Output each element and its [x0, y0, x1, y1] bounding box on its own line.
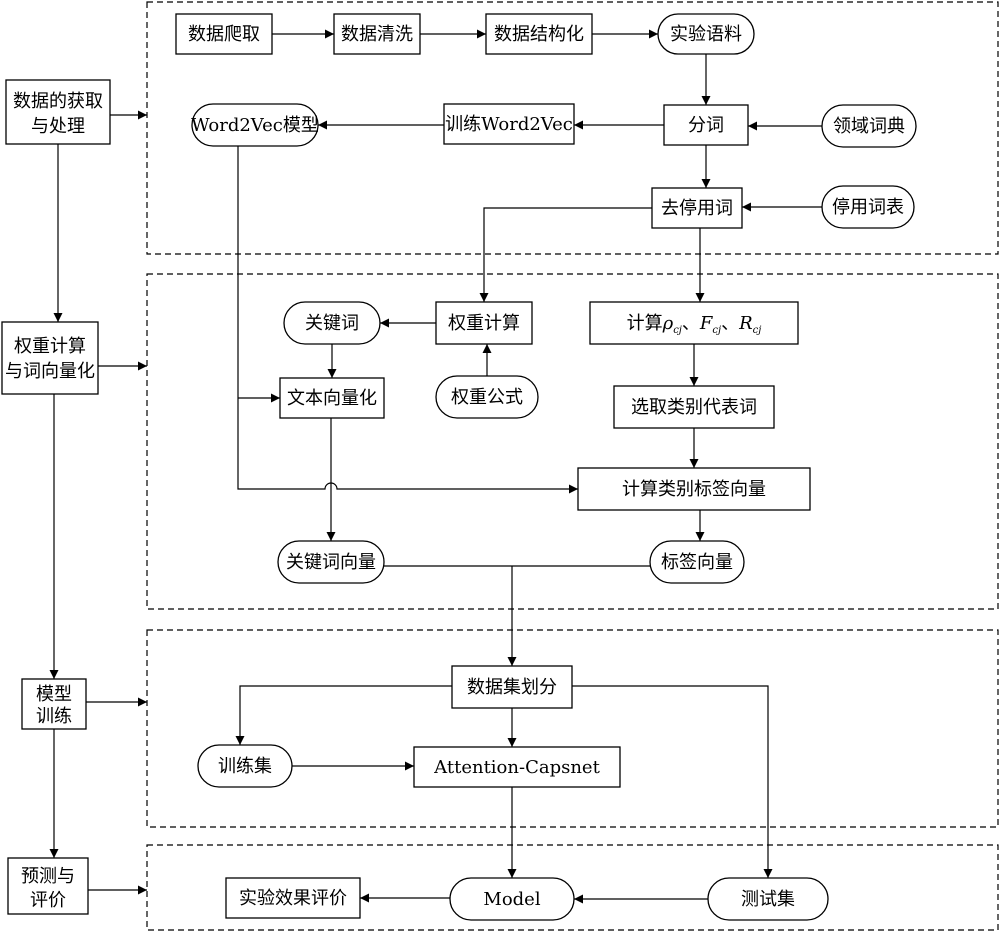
stage-training-label-1: 模型	[36, 684, 72, 705]
svg-text:数据爬取: 数据爬取	[188, 24, 260, 45]
svg-text:分词: 分词	[688, 115, 724, 136]
svg-text:领域词典: 领域词典	[833, 116, 905, 137]
stage-evaluation-box: 预测与 评价	[7, 857, 89, 915]
node-w2v-model: Word2Vec模型	[191, 103, 319, 147]
node-split: 数据集划分	[451, 665, 573, 709]
node-label-vector-calc: 计算类别标签向量	[577, 467, 811, 511]
node-structure: 数据结构化	[485, 13, 593, 55]
node-keyword-vector: 关键词向量	[277, 540, 385, 584]
svg-text:Attention-Capsnet: Attention-Capsnet	[433, 757, 600, 778]
stage-acquisition-label-2: 与处理	[31, 116, 85, 137]
node-weight-calc: 权重计算	[435, 301, 533, 345]
node-train-w2v: 训练Word2Vec	[443, 103, 575, 145]
stage-acquisition-label-1: 数据的获取	[13, 91, 103, 112]
svg-text:去停用词: 去停用词	[661, 198, 733, 219]
stage-training-box: 模型 训练	[21, 678, 87, 730]
svg-text:关键词向量: 关键词向量	[286, 552, 376, 573]
node-train-set: 训练集	[197, 744, 293, 788]
svg-text:标签向量: 标签向量	[661, 552, 733, 573]
edge-split-testset	[572, 685, 773, 878]
node-stopword-removal: 去停用词	[651, 187, 743, 229]
node-stopword-list: 停用词表	[821, 185, 915, 229]
stage-evaluation-label-2: 评价	[30, 890, 66, 911]
edge-split-trainset	[235, 685, 452, 745]
svg-text:停用词表: 停用词表	[832, 197, 904, 218]
stage-weighting-label-1: 权重计算	[14, 336, 86, 357]
svg-text:文本向量化: 文本向量化	[287, 388, 377, 409]
svg-text:选取类别代表词: 选取类别代表词	[631, 397, 757, 418]
stage-evaluation-label-1: 预测与	[21, 866, 75, 887]
edge-stopword-weight	[479, 207, 652, 302]
node-clean: 数据清洗	[333, 13, 421, 55]
stage-weighting-box: 权重计算 与词向量化	[1, 321, 99, 395]
svg-text:Model: Model	[483, 889, 540, 910]
stage-region-weighting	[146, 273, 999, 610]
svg-text:Word2Vec模型: Word2Vec模型	[191, 115, 319, 136]
node-keywords: 关键词	[283, 301, 381, 345]
svg-text:训练集: 训练集	[218, 756, 272, 777]
node-weight-formula: 权重公式	[435, 375, 539, 419]
edge-model-labelcalc	[237, 146, 578, 494]
node-calc-metrics: 计算ρcj、Fcj、Rcj	[589, 301, 799, 345]
svg-text:关键词: 关键词	[305, 313, 359, 334]
node-corpus: 实验语料	[657, 13, 755, 55]
svg-text:计算类别标签向量: 计算类别标签向量	[622, 479, 766, 500]
stage-training-label-2: 训练	[36, 706, 72, 727]
node-crawl: 数据爬取	[175, 13, 273, 55]
svg-text:数据集划分: 数据集划分	[467, 677, 557, 698]
node-text-vectorize: 文本向量化	[279, 377, 385, 419]
node-segment: 分词	[663, 104, 749, 146]
svg-text:实验语料: 实验语料	[670, 24, 742, 45]
stage-acquisition-box: 数据的获取 与处理	[5, 79, 111, 145]
node-model: Model	[449, 877, 575, 921]
stage-weighting-label-2: 与词向量化	[5, 361, 95, 382]
svg-text:权重计算: 权重计算	[448, 313, 520, 334]
node-attention-capsnet: Attention-Capsnet	[413, 746, 621, 788]
svg-text:实验效果评价: 实验效果评价	[239, 888, 347, 909]
svg-text:训练Word2Vec: 训练Word2Vec	[445, 114, 573, 135]
node-evaluation: 实验效果评价	[225, 877, 361, 919]
svg-text:数据清洗: 数据清洗	[341, 24, 413, 45]
svg-text:权重公式: 权重公式	[451, 387, 523, 408]
stage-region-acquisition	[146, 1, 999, 255]
svg-text:数据结构化: 数据结构化	[494, 24, 584, 45]
node-label-vector: 标签向量	[649, 540, 745, 584]
node-test-set: 测试集	[707, 877, 829, 921]
node-domain-dict: 领域词典	[821, 104, 917, 148]
stage-region-training	[146, 629, 999, 828]
stage-region-evaluation	[146, 844, 999, 931]
calc-metrics-label: 计算ρcj、Fcj、Rcj	[627, 313, 762, 336]
svg-text:测试集: 测试集	[741, 889, 795, 910]
node-select-words: 选取类别代表词	[613, 385, 775, 429]
